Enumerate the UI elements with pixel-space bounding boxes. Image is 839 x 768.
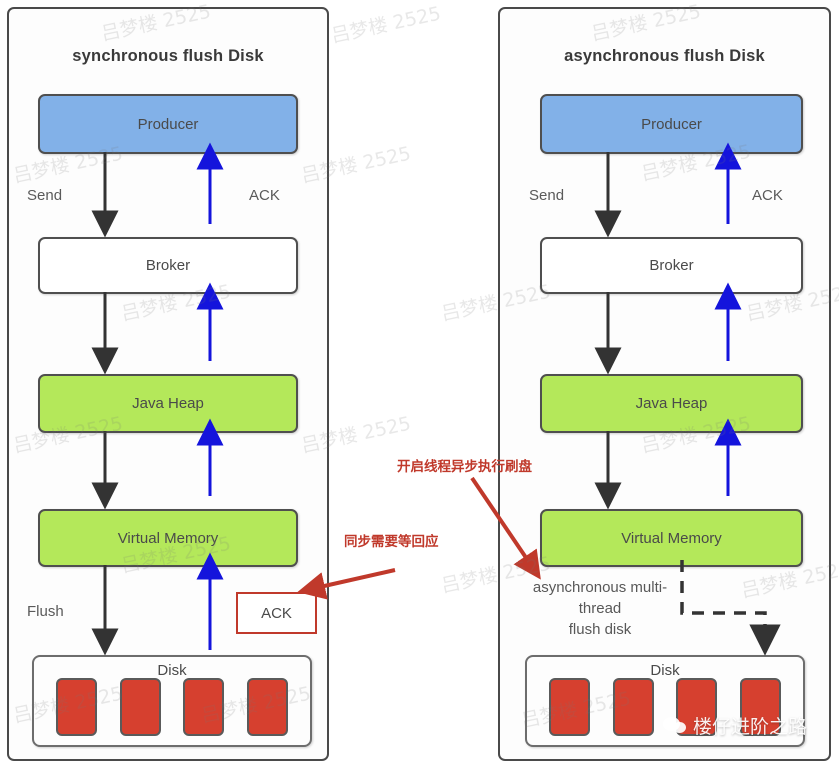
node-broker-async: Broker <box>540 237 803 294</box>
brand-watermark: 楼仔进阶之路 <box>663 712 807 739</box>
panel-title-synchronous: synchronous flush Disk <box>72 47 264 65</box>
edge-label-flush-sync: Flush <box>27 603 64 620</box>
disk-block-row <box>527 678 803 736</box>
annotation-sync-wait-response: 同步需要等回应 <box>344 534 439 550</box>
disk-block <box>246 678 288 736</box>
disk-block <box>56 678 98 736</box>
disk-block <box>739 678 781 736</box>
node-label: Java Heap <box>635 395 708 412</box>
node-producer-sync: Producer <box>38 94 298 154</box>
node-label: Virtual Memory <box>621 529 722 547</box>
edge-label-send-async: Send <box>529 187 565 204</box>
annotation-async-thread-flush: 开启线程异步执行刷盘 <box>397 459 532 475</box>
disk-block <box>119 678 161 736</box>
node-java-heap-sync: Java Heap <box>38 374 298 433</box>
disk-label: Disk <box>157 662 187 679</box>
edge-label-ack-async: ACK <box>752 187 783 204</box>
ack-callout-box-sync: ACK <box>236 592 317 634</box>
node-virtual-memory-async: Virtual Memory <box>540 509 803 567</box>
disk-block <box>183 678 225 736</box>
panel-asynchronous-flush-disk: asynchronous flush Disk Producer Broker … <box>498 7 831 761</box>
disk-block-row <box>34 678 310 736</box>
edge-label-send-sync: Send <box>27 187 63 204</box>
panel-title-asynchronous: asynchronous flush Disk <box>564 47 765 65</box>
node-producer-async: Producer <box>540 94 803 154</box>
watermark: 吕梦楼 2525 <box>329 2 443 48</box>
node-label: Virtual Memory <box>117 529 219 547</box>
brand-label: 楼仔进阶之路 <box>693 716 808 738</box>
disk-label: Disk <box>650 662 680 679</box>
node-broker-sync: Broker <box>38 237 298 294</box>
disk-block <box>549 678 591 736</box>
async-flush-note: asynchronous multi- thread flush disk <box>532 579 668 638</box>
node-java-heap-async: Java Heap <box>540 374 803 433</box>
node-label: Broker <box>649 257 694 274</box>
node-disk-async: Disk <box>525 655 805 747</box>
wechat-icon <box>663 716 687 736</box>
node-label: Java Heap <box>132 395 204 412</box>
node-disk-sync: Disk <box>32 655 312 747</box>
panel-synchronous-flush-disk: synchronous flush Disk Producer Broker J… <box>7 7 329 761</box>
edge-label-ack-sync: ACK <box>249 187 280 204</box>
node-label: Broker <box>145 257 191 274</box>
ack-callout-label: ACK <box>261 604 292 622</box>
disk-block <box>612 678 654 736</box>
node-label: Producer <box>137 115 199 133</box>
node-label: Producer <box>641 115 702 133</box>
node-virtual-memory-sync: Virtual Memory <box>38 509 298 567</box>
